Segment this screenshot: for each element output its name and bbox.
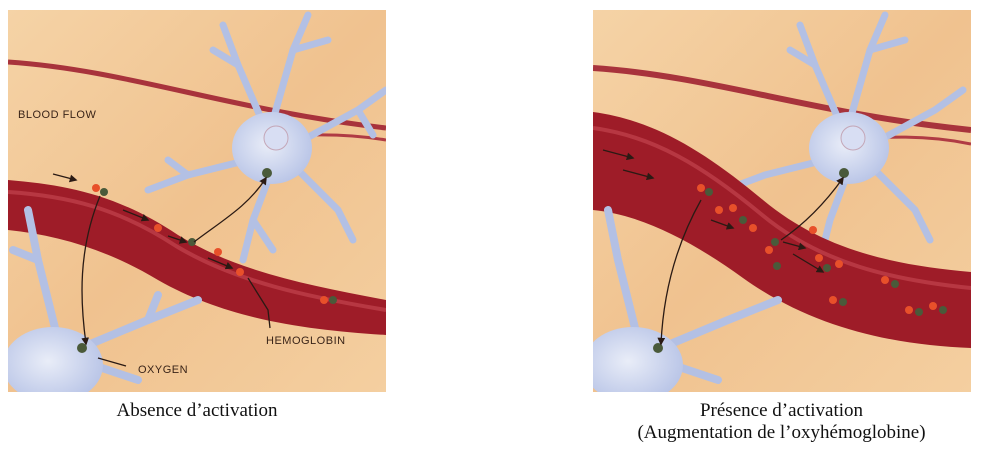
oxygen-dot [891,280,899,288]
hemoglobin-dot [749,224,757,232]
oxygen-dot [939,306,947,314]
vessel-neuron-diagram-left: BLOOD FLOW HEMOGLOBIN OXYGEN [8,10,386,392]
oxygen-dot-neuron [653,343,663,353]
oxygen-dot-neuron [77,343,87,353]
label-hemoglobin: HEMOGLOBIN [266,335,346,347]
oxygen-dot [329,296,337,304]
hemoglobin-dot [154,224,162,232]
oxygen-dot-neuron [839,168,849,178]
nucleus-upper [264,126,288,150]
hemoglobin-dot [92,184,100,192]
label-blood-flow: BLOOD FLOW [18,109,96,121]
oxygen-dot-neuron [262,168,272,178]
illustration-presence-activation [593,10,971,392]
hemoglobin-dot [829,296,837,304]
hemoglobin-dot [320,296,328,304]
hemoglobin-dot [905,306,913,314]
hemoglobin-dot [929,302,937,310]
oxygen-dot [839,298,847,306]
caption-absence-activation: Absence d’activation [8,400,386,422]
hemoglobin-dot [815,254,823,262]
oxygen-dot [915,308,923,316]
hemoglobin-dot [765,246,773,254]
vessel-neuron-diagram-right [593,10,971,392]
nucleus-upper [841,126,865,150]
oxygen-dot [773,262,781,270]
oxygen-dot [739,216,747,224]
oxygen-dot [100,188,108,196]
oxygen-dot [705,188,713,196]
hemoglobin-dot [809,226,817,234]
illustration-absence-activation: BLOOD FLOW HEMOGLOBIN OXYGEN [8,10,386,392]
oxygen-dot [771,238,779,246]
oxygen-dot [823,264,831,272]
hemoglobin-dot [835,260,843,268]
hemoglobin-dot [236,268,244,276]
hemoglobin-dot [214,248,222,256]
hemoglobin-dot [729,204,737,212]
hemoglobin-dot [881,276,889,284]
caption-presence-activation: Présence d’activation (Augmentation de l… [556,400,1007,444]
caption-line-1: Présence d’activation [556,400,1007,422]
caption-line-2: (Augmentation de l’oxyhémoglobine) [556,422,1007,444]
hemoglobin-dot [697,184,705,192]
label-oxygen: OXYGEN [138,364,188,376]
hemoglobin-dot [715,206,723,214]
